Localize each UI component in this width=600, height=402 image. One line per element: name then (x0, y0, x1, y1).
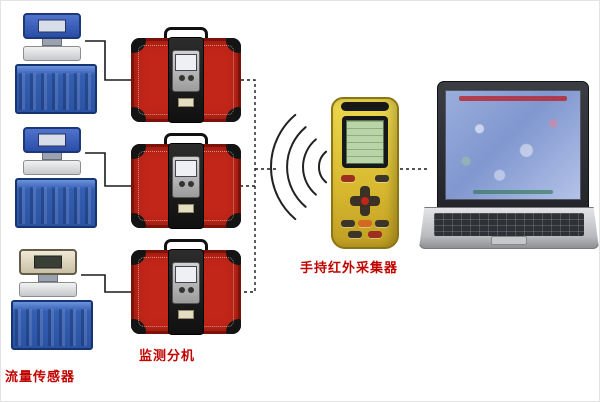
monitor-case-3 (131, 239, 241, 334)
dpad (350, 186, 380, 216)
panel-sticker (178, 310, 194, 319)
transmitter-flange (19, 282, 77, 297)
laptop-display (445, 90, 581, 200)
flow-sensor-assembly-1 (15, 13, 97, 114)
transmitter-neck (42, 153, 62, 160)
case-body (131, 144, 241, 228)
flow-sensor-label: 流量传感器 (5, 370, 76, 385)
instrument-display (175, 266, 197, 283)
transmitter-display (38, 133, 66, 147)
flow-sensor-assembly-3 (11, 249, 93, 350)
wire-sensor3-case3 (81, 274, 133, 293)
case-handle (164, 27, 208, 38)
handheld-key (375, 220, 389, 227)
case-body (131, 250, 241, 334)
sensor-transmitter (23, 127, 81, 175)
sensor-transmitter (19, 249, 77, 297)
wire-sensor1-case1 (85, 40, 133, 81)
case-corner (131, 319, 146, 334)
wireless-signal-icon (270, 113, 328, 221)
instrument-display (175, 160, 197, 177)
sensor-tank (11, 300, 93, 350)
monitor-case-2 (131, 133, 241, 228)
case-corner (131, 213, 146, 228)
tank-ribs (19, 73, 93, 110)
case-corner (131, 250, 146, 265)
handheld-keypad (341, 175, 389, 239)
flow-sensor-assembly-2 (15, 127, 97, 228)
case-panel (169, 250, 203, 334)
instrument-buttons (175, 287, 197, 293)
case-corner (226, 250, 241, 265)
sensor-tank (15, 64, 97, 114)
handheld-key (341, 220, 355, 227)
case-corner (226, 213, 241, 228)
case-corner (131, 144, 146, 159)
laptop (419, 81, 599, 249)
handheld-collector (331, 97, 399, 249)
panel-instrument (172, 262, 200, 304)
case-corner (226, 107, 241, 122)
transmitter-neck (38, 275, 58, 282)
handheld-key (368, 231, 382, 238)
case-handle (164, 239, 208, 250)
laptop-keyboard (434, 213, 584, 236)
instrument-display (175, 54, 197, 71)
laptop-screen-footer-bar (472, 190, 554, 194)
handheld-body (331, 97, 399, 249)
panel-instrument (172, 50, 200, 92)
case-corner (226, 38, 241, 53)
wire-sensor2-case2 (85, 152, 133, 187)
tank-ribs (15, 309, 89, 346)
laptop-screen-title-bar (459, 96, 567, 101)
case-panel (169, 38, 203, 122)
case-corner (131, 107, 146, 122)
case-panel (169, 144, 203, 228)
handheld-key (341, 175, 355, 182)
panel-sticker (178, 98, 194, 107)
monitor-case-1 (131, 27, 241, 122)
transmitter-flange (23, 46, 81, 61)
transmitter-head (23, 13, 81, 39)
case-corner (131, 38, 146, 53)
sensor-tank (15, 178, 97, 228)
transmitter-display (34, 255, 62, 269)
sensor-transmitter (23, 13, 81, 61)
infrared-window (341, 102, 389, 111)
handheld-lcd (346, 120, 384, 164)
transmitter-neck (42, 39, 62, 46)
handheld-collector-label: 手持红外采集器 (300, 261, 399, 276)
transmitter-display (38, 19, 66, 33)
panel-sticker (178, 204, 194, 213)
laptop-touchpad (491, 236, 527, 245)
laptop-screen-bezel (437, 81, 589, 209)
case-handle (164, 133, 208, 144)
case-corner (226, 319, 241, 334)
instrument-buttons (175, 75, 197, 81)
tank-ribs (19, 187, 93, 224)
instrument-buttons (175, 181, 197, 187)
handheld-key (358, 220, 372, 227)
transmitter-head (19, 249, 77, 275)
case-body (131, 38, 241, 122)
case-corner (226, 144, 241, 159)
transmitter-flange (23, 160, 81, 175)
transmitter-head (23, 127, 81, 153)
laptop-base (419, 207, 599, 249)
handheld-key (375, 175, 389, 182)
panel-instrument (172, 156, 200, 198)
handheld-screen-bezel (342, 116, 388, 168)
monitor-unit-label: 监测分机 (139, 349, 196, 364)
handheld-key (348, 231, 362, 238)
